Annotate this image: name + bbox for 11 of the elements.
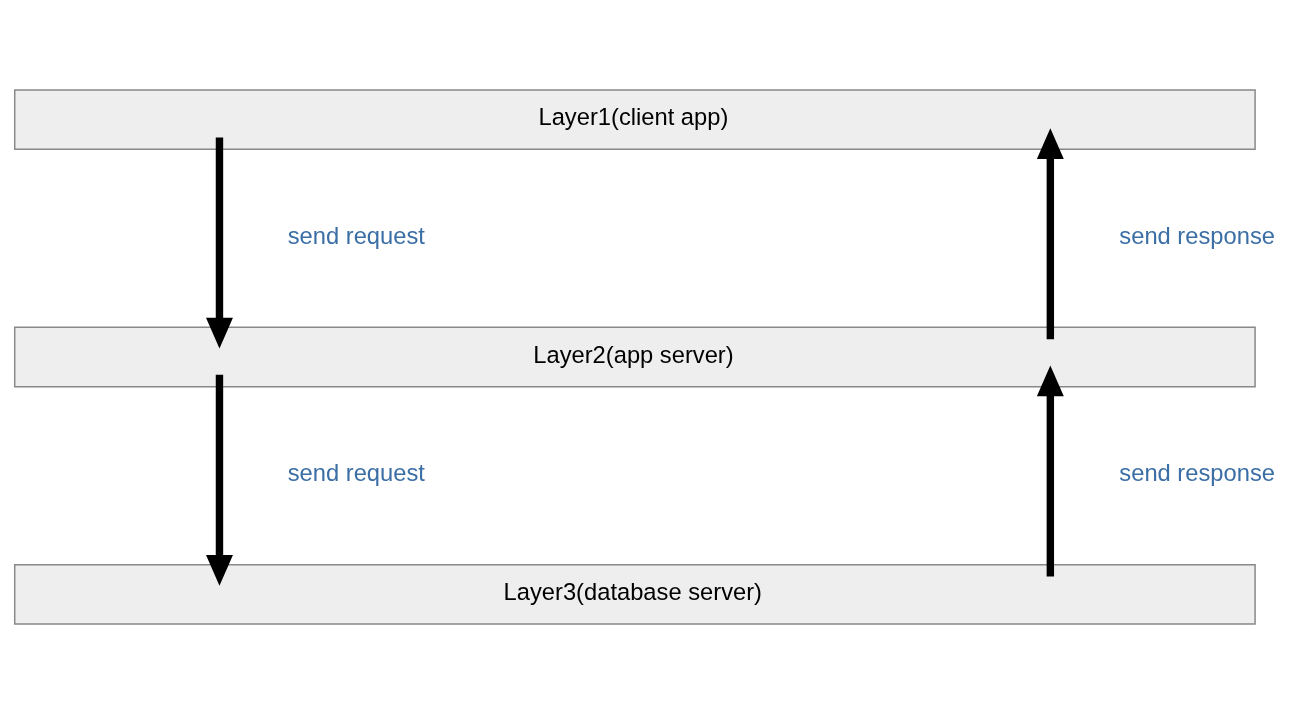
edge-label: send response	[1119, 459, 1275, 486]
edge-label: send request	[287, 459, 425, 486]
node-box: Layer1(client app)	[14, 88, 1256, 150]
edge-label: send response	[1119, 222, 1275, 249]
arrow	[206, 374, 233, 586]
edge-label: send request	[287, 222, 425, 249]
node-box: Layer3(database server)	[14, 563, 1256, 625]
node-box: Layer2(app server)	[14, 326, 1256, 387]
arrow	[1036, 127, 1064, 339]
arrow	[1036, 365, 1064, 577]
arrow	[206, 136, 233, 348]
